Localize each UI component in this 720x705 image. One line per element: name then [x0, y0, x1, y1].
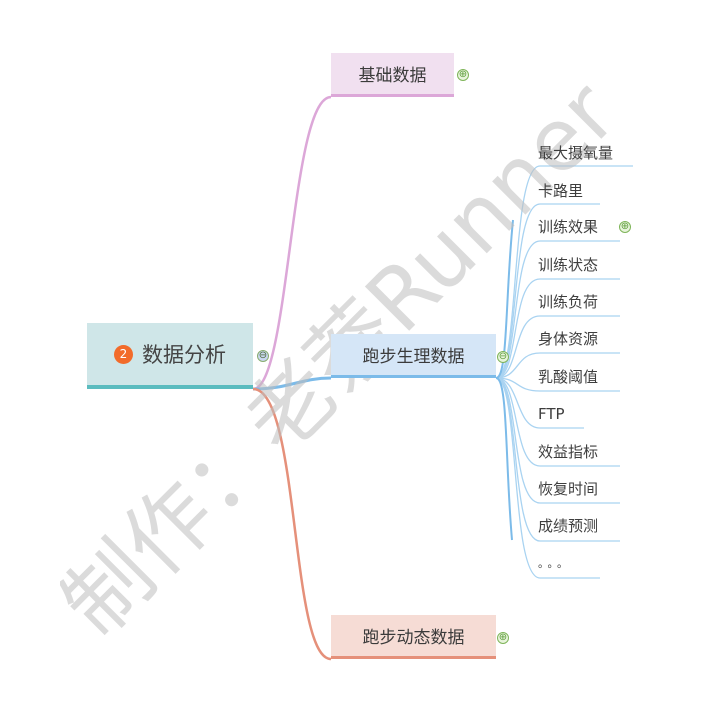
collapse-icon[interactable]: ⊖ [257, 350, 269, 362]
priority-badge: 2 [114, 344, 133, 364]
branch-label: 跑步动态数据 [362, 628, 465, 648]
expand-icon[interactable]: ⊕ [457, 69, 469, 81]
leaf-node[interactable]: 卡路里 [538, 182, 584, 200]
leaf-node[interactable]: 训练效果 [538, 218, 599, 236]
root-node[interactable]: 2 数据分析 [87, 323, 253, 389]
leaf-node-ellipsis[interactable]: 。。。 [538, 557, 572, 570]
leaf-node[interactable]: 成绩预测 [538, 517, 599, 535]
leaf-node[interactable]: 最大摄氧量 [538, 144, 614, 162]
leaf-node[interactable]: 训练状态 [538, 256, 599, 274]
leaf-node[interactable]: 身体资源 [538, 330, 599, 348]
leaf-node[interactable]: 效益指标 [538, 443, 599, 461]
branch-physiology-data[interactable]: 跑步生理数据 [331, 334, 496, 378]
leaf-node[interactable]: FTP [538, 405, 565, 423]
collapse-icon[interactable]: ⊖ [497, 351, 509, 363]
branch-basic-data[interactable]: 基础数据 [331, 53, 454, 97]
root-label: 数据分析 [142, 343, 226, 367]
expand-icon[interactable]: ⊕ [619, 221, 631, 233]
expand-icon[interactable]: ⊕ [497, 632, 509, 644]
branch-label: 基础数据 [358, 66, 427, 86]
leaf-node[interactable]: 训练负荷 [538, 293, 599, 311]
leaf-node[interactable]: 恢复时间 [538, 480, 599, 498]
leaf-node[interactable]: 乳酸阈值 [538, 368, 599, 386]
branch-label: 跑步生理数据 [362, 347, 465, 367]
branch-dynamics-data[interactable]: 跑步动态数据 [331, 615, 496, 659]
